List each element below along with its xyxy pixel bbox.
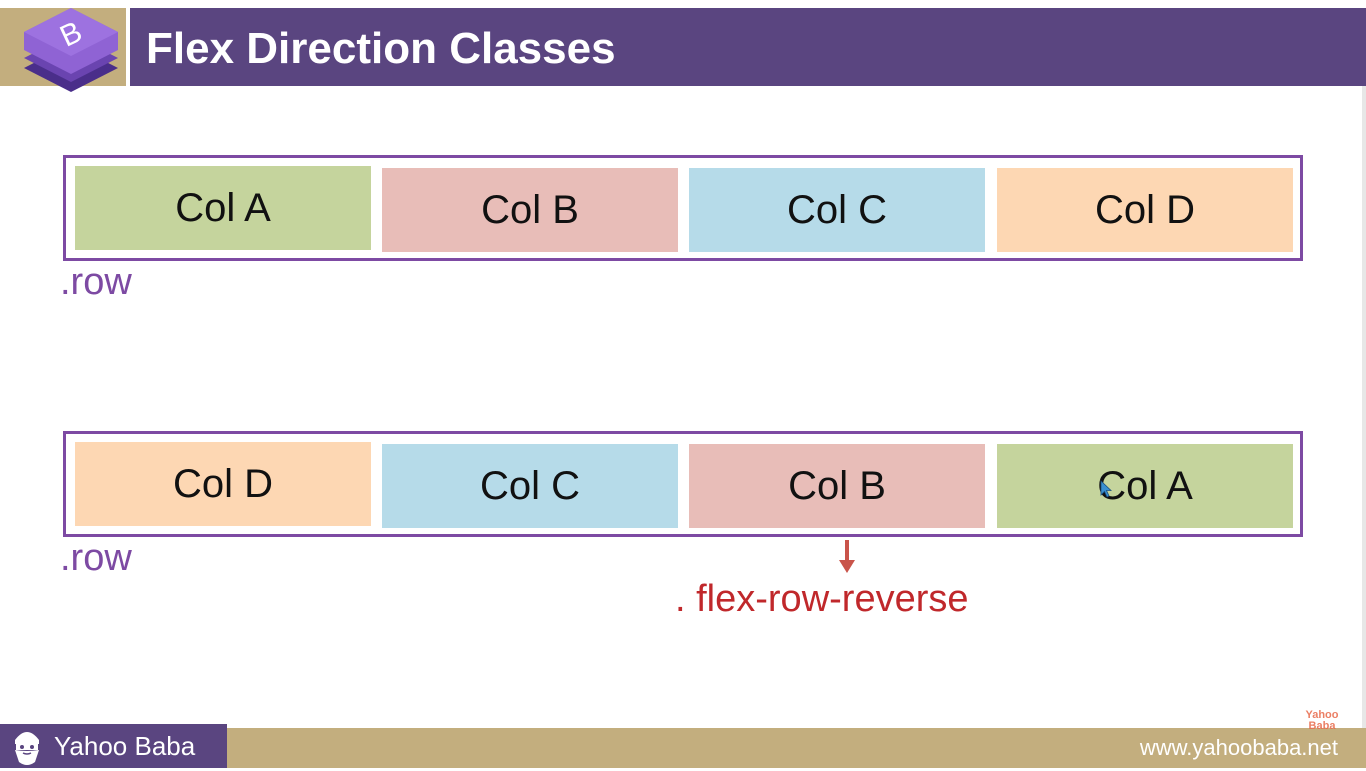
website-url: www.yahoobaba.net [1139,735,1338,760]
row-container-reversed: Col D Col C Col B Col A [63,431,1303,537]
column-b: Col B [689,444,985,528]
watermark-logo: Yahoo Baba [1302,710,1342,732]
footer-bar [0,728,1366,768]
column-a: Col A [75,166,371,250]
column-d: Col D [75,442,371,526]
column-a: Col A [997,444,1293,528]
column-d: Col D [997,168,1293,252]
page-border [1362,86,1366,728]
column-c: Col C [382,444,678,528]
row-label: .row [60,537,132,579]
row-container-normal: Col A Col B Col C Col D [63,155,1303,261]
page-title: Flex Direction Classes [146,24,616,73]
header-bar [130,8,1366,86]
flex-row-reverse-label: . flex-row-reverse [675,578,969,620]
column-b: Col B [382,168,678,252]
mouse-cursor-icon [1100,480,1113,498]
watermark-line: Baba [1308,720,1336,732]
header-divider [126,8,130,86]
column-c: Col C [689,168,985,252]
row-label: .row [60,261,132,303]
bearded-man-icon [10,726,44,766]
arrow-down-icon [838,540,856,574]
watermark-line: Yahoo [1305,709,1339,721]
brand-name: Yahoo Baba [54,730,196,761]
bootstrap-logo-icon: B [18,4,124,100]
brand-badge: Yahoo Baba [0,724,227,768]
